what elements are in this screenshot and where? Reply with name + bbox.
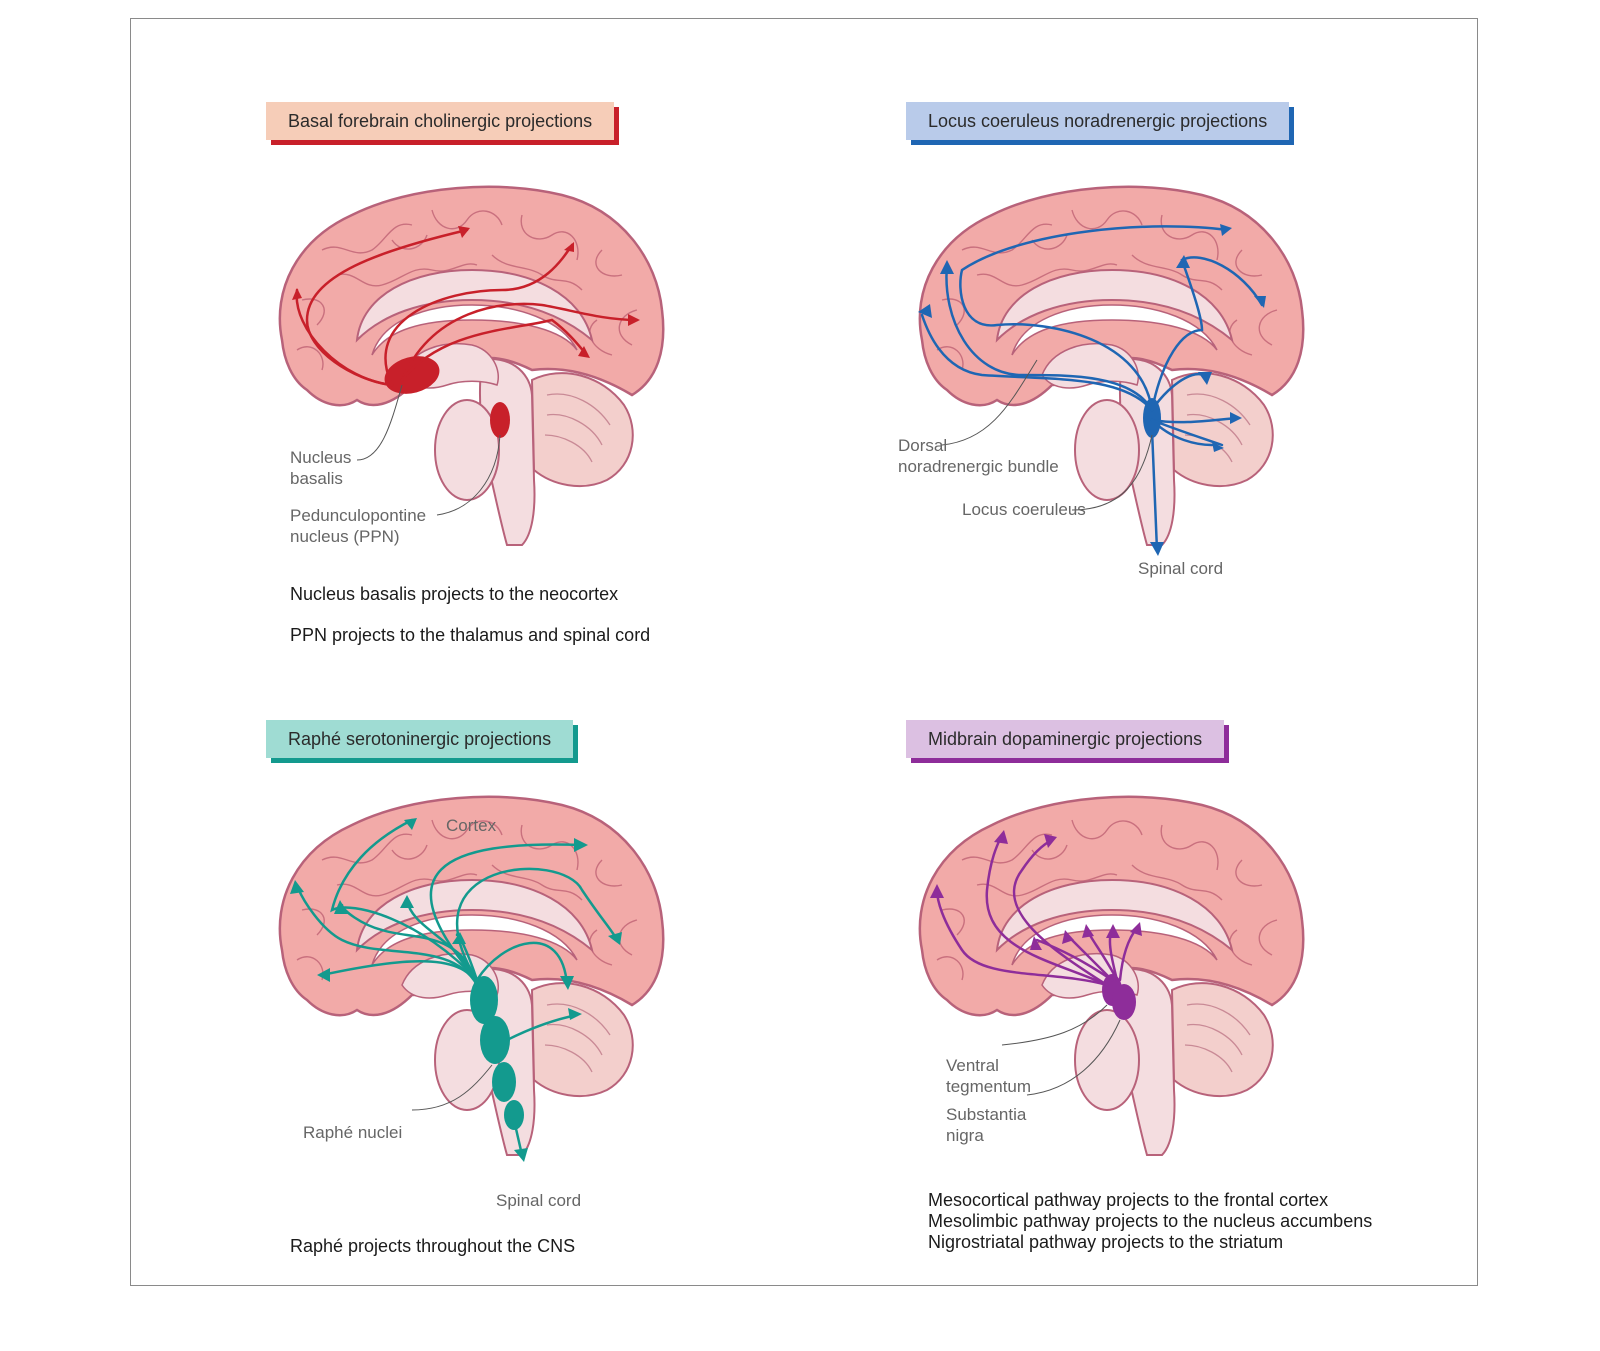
label-raphe-nuclei: Raphé nuclei xyxy=(303,1123,403,1142)
brain-cholinergic xyxy=(278,185,665,547)
caption-dopaminergic-3: Nigrostriatal pathway projects to the st… xyxy=(928,1232,1284,1252)
panel-title-cholinergic: Basal forebrain cholinergic projections xyxy=(266,102,615,140)
locus-coeruleus-mark xyxy=(1143,398,1161,438)
ppn-mark xyxy=(490,402,510,438)
nucleus-basalis-mark xyxy=(384,356,440,394)
label-ppn: Pedunculopontine nucleus (PPN) xyxy=(290,506,427,546)
caption-dopaminergic-1: Mesocortical pathway projects to the fro… xyxy=(928,1190,1329,1210)
brain-serotoninergic xyxy=(278,795,665,1162)
caption-cholinergic-1: Nucleus basalis projects to the neocorte… xyxy=(290,584,619,604)
label-ventral-tegmentum: Ventral tegmentum xyxy=(946,1056,1032,1096)
brain-noradrenergic xyxy=(918,185,1305,556)
label-spinal-cord-serotoninergic: Spinal cord xyxy=(496,1191,582,1210)
caption-serotoninergic-1: Raphé projects throughout the CNS xyxy=(290,1236,576,1256)
figure-frame xyxy=(130,18,1478,1286)
label-nucleus-basalis: Nucleus basalis xyxy=(290,448,352,488)
label-cortex: Cortex xyxy=(446,816,497,835)
panel-title-serotoninergic: Raphé serotoninergic projections xyxy=(266,720,574,758)
panel-title-dopaminergic: Midbrain dopaminergic projections xyxy=(906,720,1225,758)
raphe-nuclei-mark xyxy=(470,976,524,1130)
panel-title-noradrenergic: Locus coeruleus noradrenergic projection… xyxy=(906,102,1290,140)
label-locus-coeruleus: Locus coeruleus xyxy=(962,500,1086,519)
label-dorsal-noradrenergic-bundle: Dorsal noradrenergic bundle xyxy=(898,436,1059,476)
label-substantia-nigra: Substantia nigra xyxy=(946,1105,1027,1145)
brain-dopaminergic xyxy=(918,795,1305,1157)
caption-dopaminergic-2: Mesolimbic pathway projects to the nucle… xyxy=(928,1211,1373,1231)
substantia-nigra-mark xyxy=(1112,984,1136,1020)
label-spinal-cord-noradrenergic: Spinal cord xyxy=(1138,559,1224,578)
caption-cholinergic-2: PPN projects to the thalamus and spinal … xyxy=(290,625,651,645)
